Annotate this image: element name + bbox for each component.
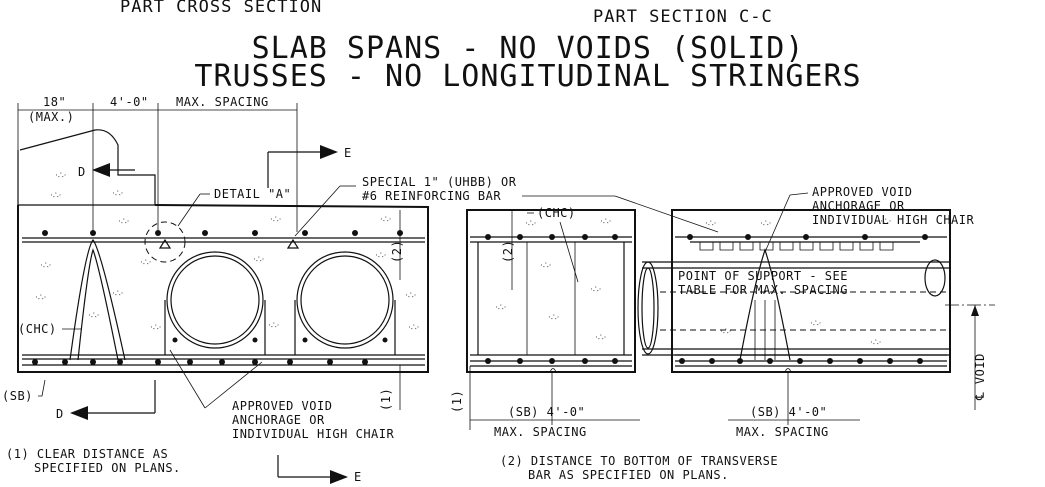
label-approved-void-1: APPROVED VOID (232, 399, 332, 413)
label-approved-void-r2: ANCHORAGE OR (812, 199, 905, 213)
note-1-line-1: (1) CLEAR DISTANCE AS (6, 447, 168, 461)
svg-text:·∴·: ·∴· (810, 319, 821, 329)
label-special-bar-2: #6 REINFORCING BAR (362, 189, 501, 203)
cross-section-slab: 18" (MAX.) 4'-0" MAX. SPACING D E (2, 95, 517, 484)
label-approved-void-r3: INDIVIDUAL HIGH CHAIR (812, 213, 974, 227)
title-line-2: TRUSSES - NO LONGITUDINAL STRINGERS (194, 59, 861, 94)
label-approved-void-r1: APPROVED VOID (812, 185, 912, 199)
svg-text:·∴·: ·∴· (50, 191, 61, 201)
label-dim-1-mid: (1) (450, 390, 464, 413)
svg-text:·∴·: ·∴· (720, 327, 731, 337)
svg-text:·∴·: ·∴· (600, 217, 611, 227)
label-approved-void-3: INDIVIDUAL HIGH CHAIR (232, 427, 394, 441)
header-part-section-cc: PART SECTION C-C (593, 7, 773, 27)
label-void-centerline: ℄ VOID (973, 353, 987, 401)
note-1-line-2: SPECIFIED ON PLANS. (34, 461, 181, 475)
svg-text:·∴·: ·∴· (112, 289, 123, 299)
label-chc: (CHC) (18, 322, 57, 336)
svg-text:·∴·: ·∴· (40, 261, 51, 271)
label-detail-a: DETAIL "A" (214, 187, 291, 201)
right-section: APPROVED VOID ANCHORAGE OR INDIVIDUAL HI… (637, 185, 995, 439)
svg-text:·∴·: ·∴· (405, 291, 416, 301)
dim-edge: 18" (43, 95, 66, 109)
dim-sb-right-max: MAX. SPACING (736, 425, 829, 439)
dim-sb-mid: (SB) 4'-0" (508, 405, 585, 419)
dim-max-spacing: MAX. SPACING (176, 95, 269, 109)
label-dim-2-mid: (2) (501, 240, 515, 263)
svg-text:·∴·: ·∴· (408, 323, 419, 333)
svg-text:·∴·: ·∴· (590, 285, 601, 295)
dim-edge-max: (MAX.) (28, 110, 74, 124)
svg-text:·∴·: ·∴· (870, 338, 881, 348)
label-point-support-2: TABLE FOR MAX. SPACING (678, 283, 848, 297)
label-dim-2: (2) (390, 240, 404, 263)
label-point-support-1: POINT OF SUPPORT - SEE (678, 269, 848, 283)
svg-text:·∴·: ·∴· (270, 215, 281, 225)
section-mark-e-top: E (344, 146, 352, 160)
section-mark-e-bottom: E (354, 470, 362, 484)
header-part-cross-section: PART CROSS SECTION (120, 0, 322, 17)
label-chc-mid: (CHC) (537, 206, 576, 220)
svg-text:·∴·: ·∴· (88, 311, 99, 321)
svg-text:·∴·: ·∴· (760, 219, 771, 229)
svg-text:·∴·: ·∴· (118, 217, 129, 227)
svg-text:·∴·: ·∴· (380, 215, 391, 225)
dim-sb-right: (SB) 4'-0" (750, 405, 827, 419)
dim-spacing-4ft: 4'-0" (110, 95, 149, 109)
svg-text:·∴·: ·∴· (705, 219, 716, 229)
svg-text:·∴·: ·∴· (253, 255, 264, 265)
svg-text:·∴·: ·∴· (525, 219, 536, 229)
note-2-line-1: (2) DISTANCE TO BOTTOM OF TRANSVERSE (500, 454, 778, 468)
svg-text:·∴·: ·∴· (880, 217, 891, 227)
label-sb: (SB) (2, 389, 33, 403)
svg-text:·∴·: ·∴· (595, 333, 606, 343)
svg-text:·∴·: ·∴· (268, 321, 279, 331)
title-line-1: SLAB SPANS - NO VOIDS (SOLID) (252, 31, 805, 66)
svg-text:·∴·: ·∴· (548, 313, 559, 323)
section-mark-d-top: D (78, 165, 86, 179)
svg-text:·∴·: ·∴· (112, 189, 123, 199)
note-2-line-2: BAR AS SPECIFIED ON PLANS. (528, 468, 729, 482)
svg-text:·∴·: ·∴· (140, 258, 151, 268)
svg-text:·∴·: ·∴· (495, 303, 506, 313)
svg-text:·∴·: ·∴· (540, 261, 551, 271)
label-special-bar-1: SPECIAL 1" (UHBB) OR (362, 175, 517, 189)
dim-sb-mid-max: MAX. SPACING (494, 425, 587, 439)
label-dim-1: (1) (379, 388, 393, 411)
svg-text:·∴·: ·∴· (375, 251, 386, 261)
middle-section: (2) (1) (CHC) (SB) 4'-0" MAX. SPACING ·∴… (450, 195, 719, 439)
svg-text:·∴·: ·∴· (35, 293, 46, 303)
label-approved-void-2: ANCHORAGE OR (232, 413, 325, 427)
section-mark-d-bottom: D (56, 407, 64, 421)
svg-text:·∴·: ·∴· (55, 171, 66, 181)
svg-text:·∴·: ·∴· (150, 323, 161, 333)
